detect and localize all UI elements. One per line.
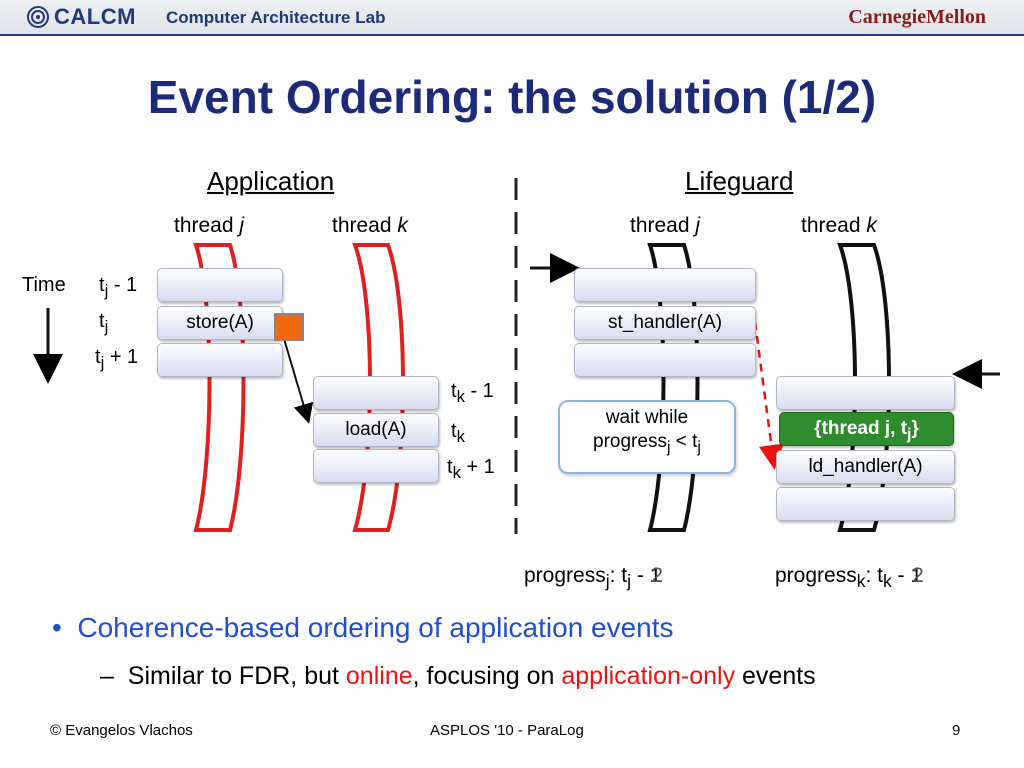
app-k-box-next: [313, 449, 439, 483]
calcm-logo-icon: [27, 6, 49, 28]
time-label: Time: [22, 274, 66, 296]
lg-j-box-next: [574, 343, 756, 377]
store-marker-square: [274, 313, 304, 341]
app-thread-k-label: thread k: [332, 214, 408, 237]
footer-page-number: 9: [952, 722, 961, 739]
lg-thread-k-label: thread k: [801, 214, 877, 237]
progress-k-label: progressk: tk - 12: [775, 564, 924, 592]
progress-j-overlay: 2: [651, 564, 664, 587]
tj-plus-1-label: tj + 1: [95, 346, 139, 372]
university-logo: CarnegieMellon: [848, 6, 986, 28]
tk-label: tk: [451, 420, 465, 446]
lg-k-box-next: [776, 487, 955, 521]
header-bar: CALCM Computer Architecture Lab Carnegie…: [0, 0, 1024, 36]
footer-venue: ASPLOS '10 - ParaLog: [430, 722, 584, 739]
store-to-load-arrow: [281, 331, 314, 424]
lg-thread-j-label: thread j: [630, 214, 701, 237]
tj-minus-1-label: tj - 1: [99, 274, 138, 300]
store-a-box: store(A): [157, 306, 283, 340]
tj-label: tj: [99, 310, 109, 336]
load-a-box: load(A): [313, 413, 439, 447]
calcm-logo-text: CALCM: [54, 4, 136, 29]
main-bullet: • Coherence-based ordering of applicatio…: [52, 612, 674, 643]
lifeguard-heading: Lifeguard: [685, 166, 794, 196]
footer-author: © Evangelos Vlachos: [50, 722, 193, 739]
wait-callout: wait while progressj < tj: [558, 400, 736, 474]
callout-line-2: progressj < tj: [593, 431, 701, 456]
lab-name: Computer Architecture Lab: [166, 8, 386, 27]
app-j-box-next: [157, 343, 283, 377]
app-j-box-prev: [157, 268, 283, 302]
progress-k-overlay: 2: [912, 564, 924, 587]
lg-j-box-prev: [574, 268, 756, 302]
lg-k-box-prev: [776, 376, 955, 410]
app-k-box-prev: [313, 376, 439, 410]
thread-tag-box: {thread j, tj}: [779, 412, 954, 446]
application-heading: Application: [207, 166, 335, 196]
dependency-arrow: [753, 321, 784, 470]
progress-j-label: progressj: tj - 12: [524, 564, 664, 592]
tk-plus-1-label: tk + 1: [447, 456, 495, 482]
ld-handler-box: ld_handler(A): [776, 450, 955, 484]
app-thread-j-label: thread j: [174, 214, 245, 237]
slide-title: Event Ordering: the solution (1/2): [147, 71, 877, 123]
st-handler-box: st_handler(A): [574, 306, 756, 340]
sub-bullet: – Similar to FDR, but online, focusing o…: [100, 662, 816, 690]
tk-minus-1-label: tk - 1: [451, 380, 494, 406]
callout-line-1: wait while: [605, 407, 689, 428]
